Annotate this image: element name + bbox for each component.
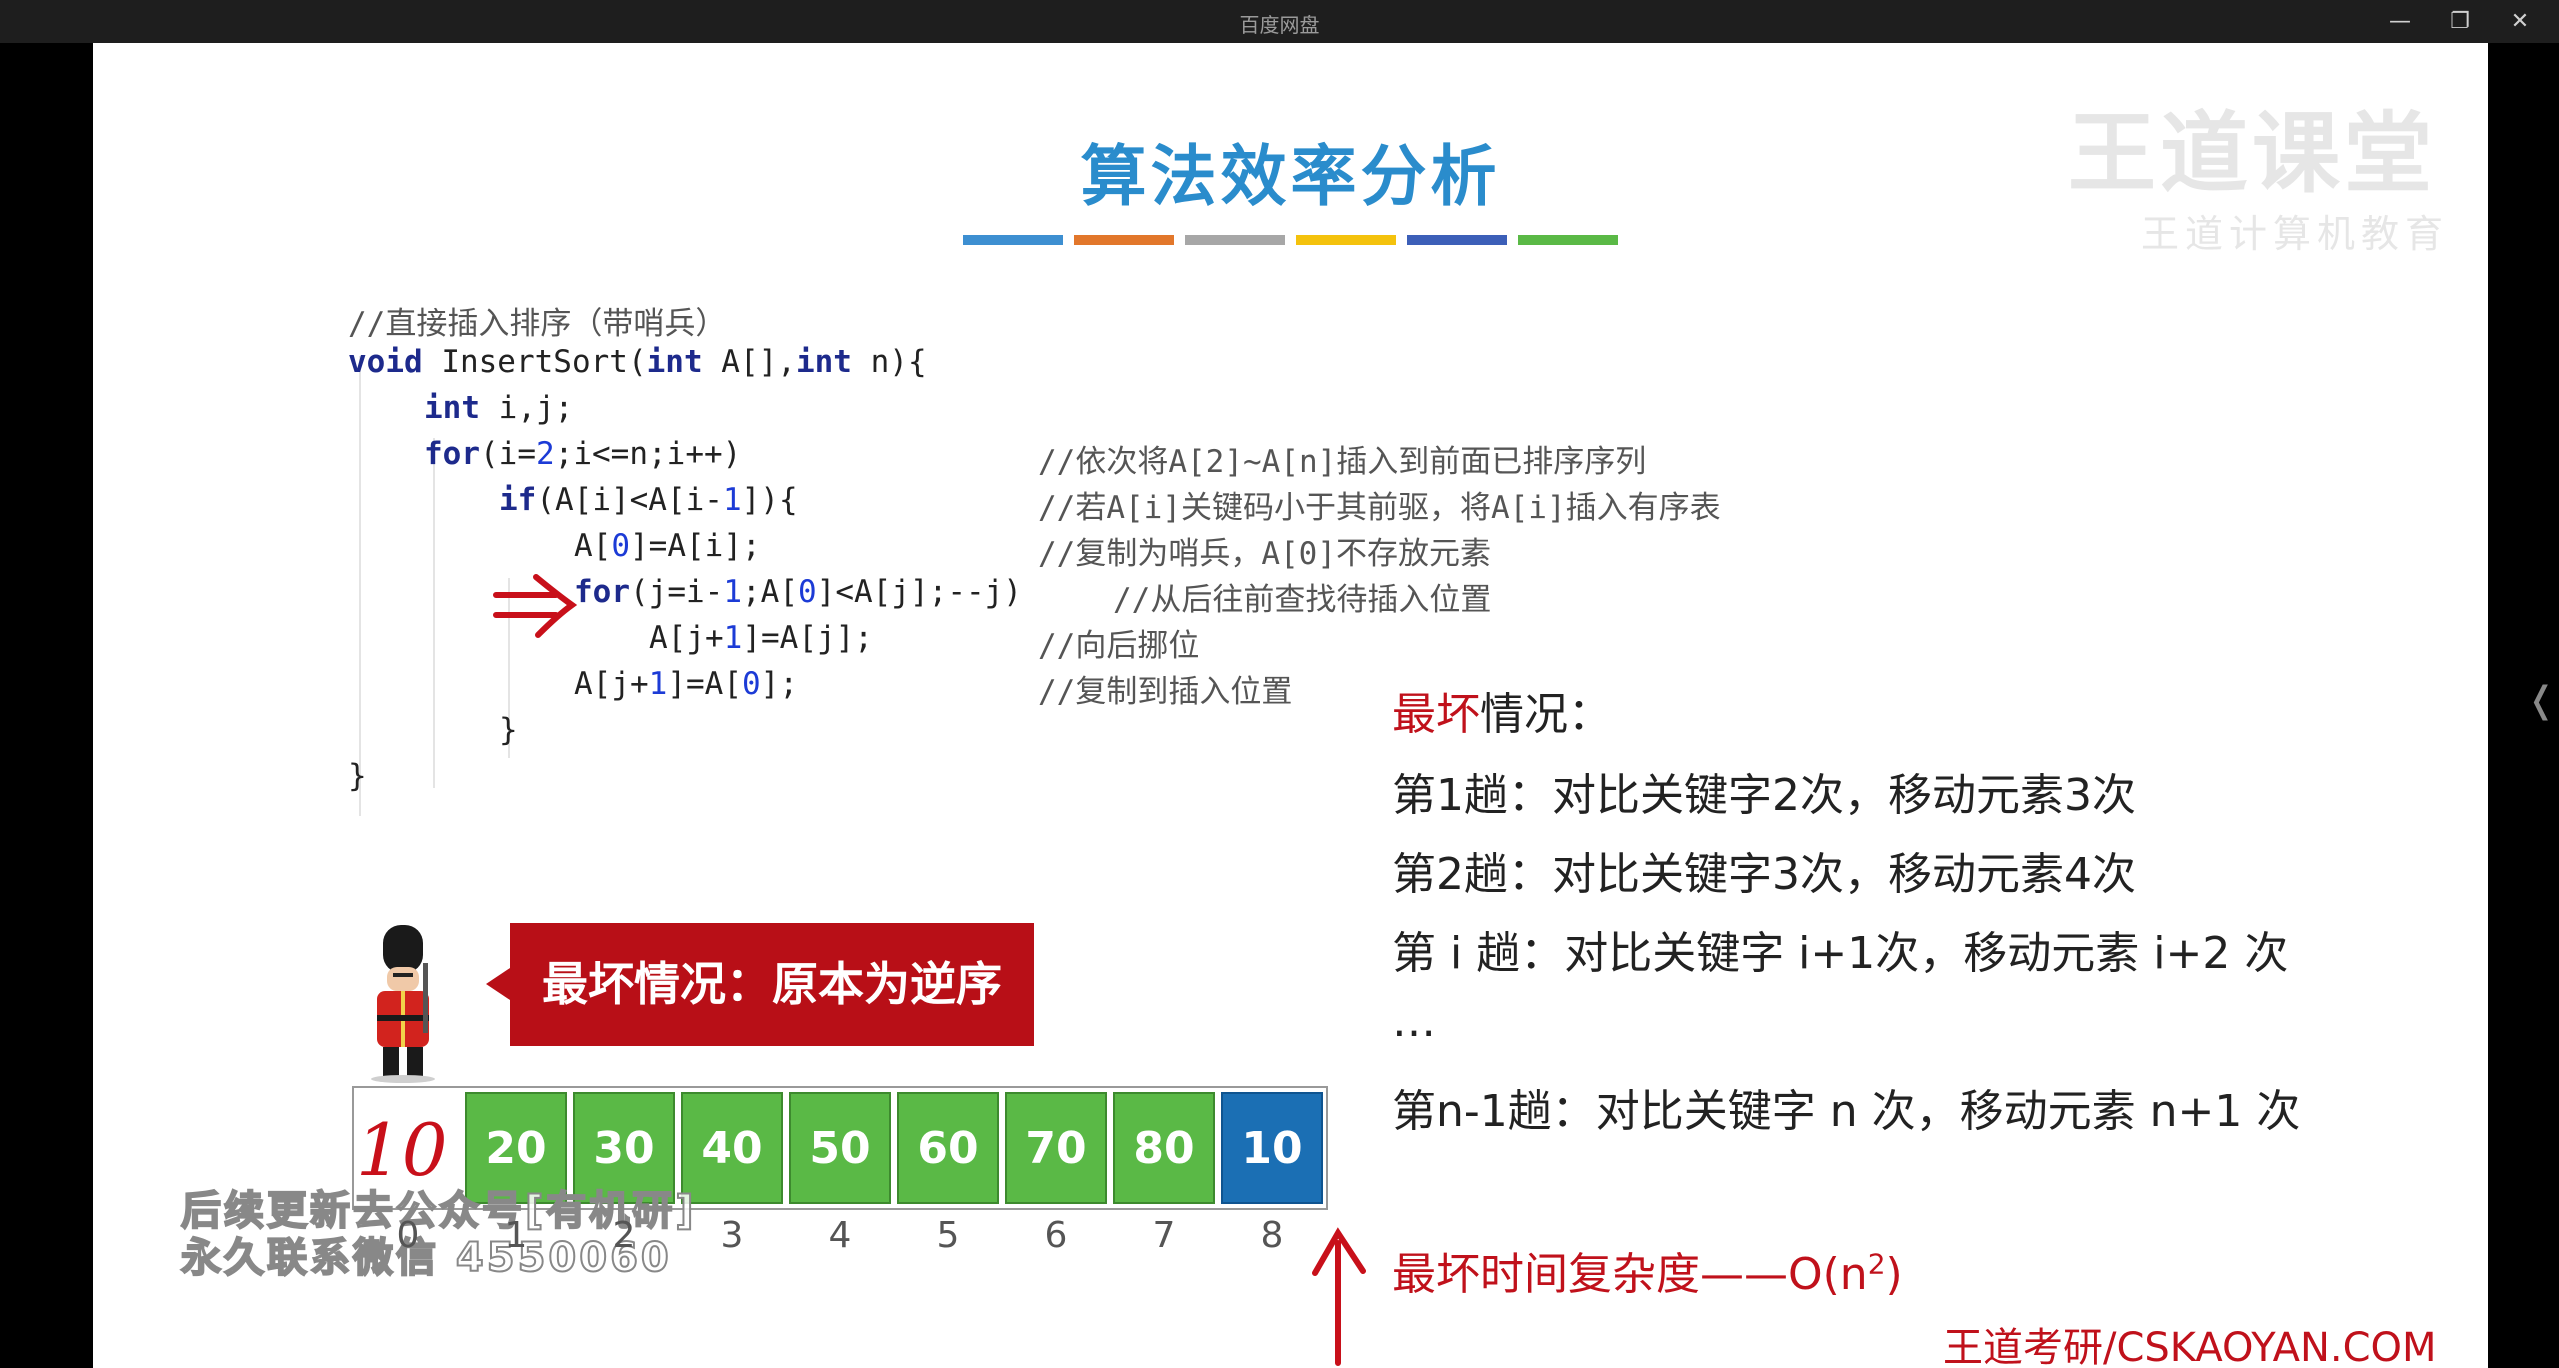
minimize-button[interactable]: — <box>2389 9 2411 34</box>
code-comment: //依次将A[2]~A[n]插入到前面已排序序列 <box>1038 444 1647 480</box>
accent-bar <box>1407 235 1507 245</box>
watermark-subtitle: 王道计算机教育 <box>2141 212 2450 256</box>
array-index-label: 4 <box>828 1215 852 1256</box>
sentinel-soldier-icon <box>371 925 435 1083</box>
accent-bar <box>1074 235 1174 245</box>
array-cell: 40 <box>681 1092 783 1204</box>
accent-bar <box>963 235 1063 245</box>
worst-complexity: 最坏时间复杂度——O(n2) <box>1392 1247 1903 1300</box>
window-titlebar: 百度网盘 — ❐ ✕ <box>0 0 2559 43</box>
code-line-close-if: } <box>499 712 518 748</box>
array-cell: 70 <box>1005 1092 1107 1204</box>
pass-line: 第1趟：对比关键字2次，移动元素3次 <box>1392 770 2136 821</box>
accent-bars <box>963 235 1623 245</box>
side-panel-toggle-icon[interactable]: ❬ <box>2526 680 2557 721</box>
code-comment: //复制为哨兵，A[0]不存放元素 <box>1038 536 1491 572</box>
code-comment-header: //直接插入排序（带哨兵） <box>348 306 727 342</box>
array-cell: 60 <box>897 1092 999 1204</box>
code-line-if: if(A[i]<A[i-1]){ <box>499 482 798 518</box>
slide-title: 算法效率分析 <box>1080 138 1501 215</box>
array-index-label: 5 <box>936 1215 960 1256</box>
handwritten-arrow-icon <box>493 574 578 638</box>
code-line-inner-for: for(j=i-1;A[0]<A[j];--j) <box>574 574 1022 610</box>
code-comment: //向后挪位 <box>1038 628 1200 664</box>
array-index-label: 1 <box>504 1215 528 1256</box>
handwritten-up-arrow-icon <box>1312 1227 1366 1366</box>
callout-pointer <box>486 968 510 1000</box>
code-line-insert: A[j+1]=A[0]; <box>574 666 798 702</box>
code-line-close-func: } <box>348 758 367 794</box>
array-cell: 10 <box>1221 1092 1323 1204</box>
array-index-label: 0 <box>396 1215 420 1256</box>
code-line-signature: void InsertSort(int A[],int n){ <box>348 344 927 380</box>
code-line-decl: int i,j; <box>424 390 574 426</box>
restore-button[interactable]: ❐ <box>2450 9 2470 34</box>
array-cell: 20 <box>465 1092 567 1204</box>
code-line-outer-for: for(i=2;i<=n;i++) <box>424 436 742 472</box>
close-button[interactable]: ✕ <box>2510 9 2530 34</box>
accent-bar <box>1518 235 1618 245</box>
array-cell: 50 <box>789 1092 891 1204</box>
array-index-label: 6 <box>1044 1215 1068 1256</box>
worst-case-heading: 最坏情况： <box>1392 689 1612 740</box>
worst-case-callout: 最坏情况：原本为逆序 <box>510 923 1034 1046</box>
accent-bar <box>1296 235 1396 245</box>
pass-line: 第 i 趟：对比关键字 i+1次，移动元素 i+2 次 <box>1392 928 2289 979</box>
code-line-sentinel: A[0]=A[i]; <box>574 528 761 564</box>
array-cell <box>357 1092 459 1204</box>
code-line-shift: A[j+1]=A[j]; <box>649 620 873 656</box>
array-index-label: 2 <box>612 1215 636 1256</box>
code-comment: //若A[i]关键码小于其前驱，将A[i]插入有序表 <box>1038 490 1721 526</box>
array-index-label: 7 <box>1152 1215 1176 1256</box>
code-comment: //从后往前查找待插入位置 <box>1113 582 1492 618</box>
handwritten-sentinel-value: 10 <box>356 1108 448 1192</box>
accent-bar <box>1185 235 1285 245</box>
slide: 王道课堂 王道计算机教育 算法效率分析 //直接插入排序（带哨兵） void I… <box>93 43 2488 1368</box>
array-cell: 80 <box>1113 1092 1215 1204</box>
pass-line: 第2趟：对比关键字3次，移动元素4次 <box>1392 849 2136 900</box>
brand-footer: 王道考研/CSKAOYAN.COM <box>1943 1325 2437 1368</box>
array-index-label: 8 <box>1260 1215 1284 1256</box>
pass-line: 第n-1趟：对比关键字 n 次，移动元素 n+1 次 <box>1392 1086 2301 1137</box>
code-comment: //复制到插入位置 <box>1038 674 1293 710</box>
window-title: 百度网盘 <box>1239 13 1320 37</box>
watermark-logo: 王道课堂 <box>2068 102 2437 205</box>
pass-line: … <box>1392 996 1436 1047</box>
array-index-label: 3 <box>720 1215 744 1256</box>
overlay-caption-line1: 后续更新去公众号[有机研] <box>180 1187 697 1235</box>
overlay-caption-line2: 永久联系微信 4550060 <box>180 1234 672 1282</box>
array-cell: 30 <box>573 1092 675 1204</box>
